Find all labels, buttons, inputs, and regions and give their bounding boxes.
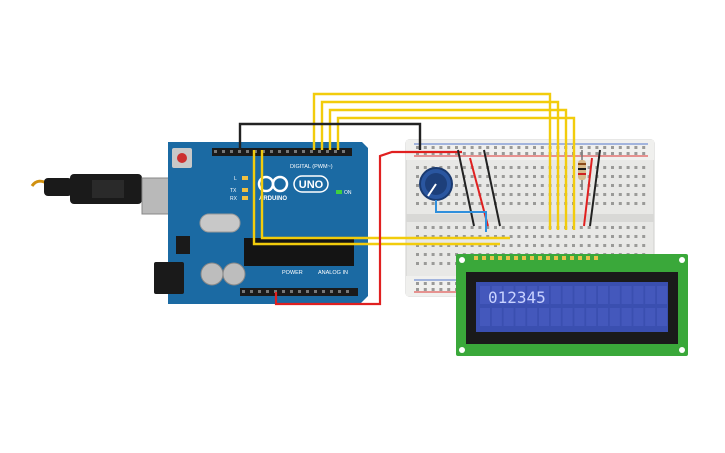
resistor[interactable]	[578, 150, 586, 190]
crystal	[199, 213, 241, 233]
lcd-character-grid	[480, 286, 667, 326]
lcd-16x2[interactable]: 012345	[456, 254, 688, 356]
power-label: POWER	[282, 270, 303, 276]
on-label: ON	[344, 190, 352, 196]
digital-header[interactable]	[212, 148, 352, 156]
wire-pot[interactable]	[435, 200, 487, 232]
usb-cable[interactable]	[30, 174, 175, 215]
wire-d3[interactable]	[328, 108, 568, 230]
wire-d11[interactable]	[260, 150, 510, 240]
power-jack	[154, 262, 184, 294]
wires[interactable]	[238, 92, 601, 306]
led-tx-label: TX	[230, 188, 237, 194]
wire-d2[interactable]	[336, 116, 576, 230]
capacitor	[222, 262, 246, 286]
infinity-icon	[257, 175, 289, 193]
analog-label: ANALOG IN	[318, 270, 348, 276]
wire-d12[interactable]	[252, 150, 500, 246]
uno-logo-frame	[293, 175, 329, 193]
capacitor	[200, 262, 224, 286]
header-pins	[214, 150, 349, 293]
atmega-chip	[244, 238, 354, 266]
wire-5v[interactable]	[274, 150, 462, 306]
digital-label: DIGITAL (PWM~)	[290, 164, 333, 170]
potentiometer[interactable]	[419, 167, 453, 201]
led-rx-label: RX	[230, 196, 238, 202]
arduino-brand: ARDUINO	[259, 196, 287, 202]
lcd-pins	[474, 256, 598, 260]
lcd-display-text: 012345	[488, 288, 546, 307]
arduino-uno-board[interactable]: UNO ARDUINO DIGITAL (PWM~) POWER ANALOG …	[30, 142, 368, 304]
led-l-label: L	[234, 176, 237, 182]
uno-logo: UNO	[299, 179, 324, 191]
wire-gnd[interactable]	[238, 122, 422, 150]
wire-d4[interactable]	[320, 100, 560, 230]
wire-d5[interactable]	[312, 92, 552, 230]
